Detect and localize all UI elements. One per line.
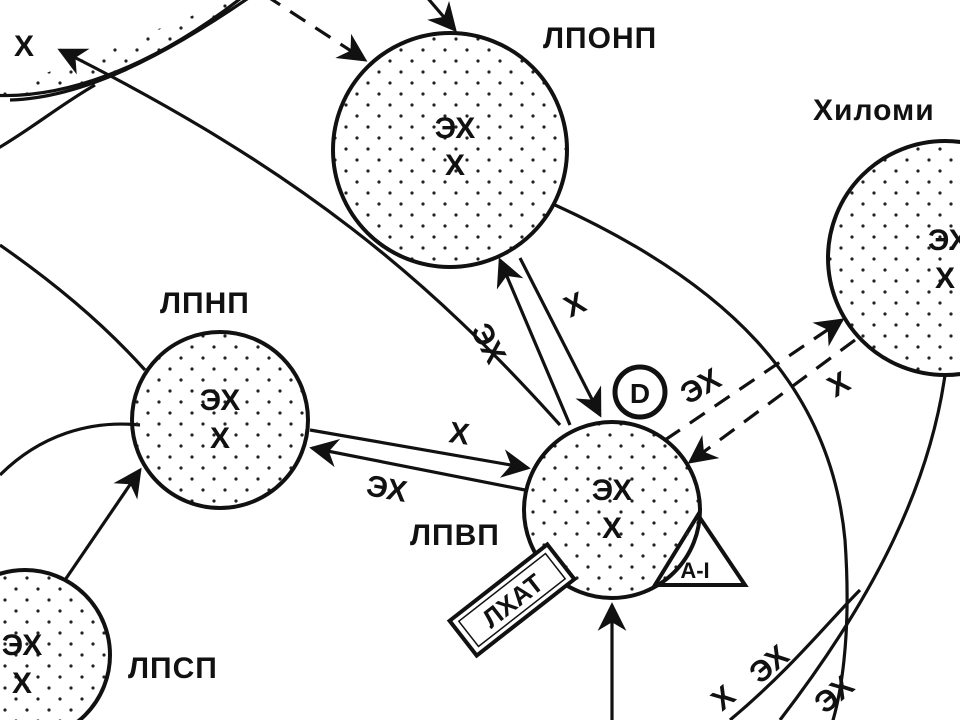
node-lpnp-ex: ЭХ [200, 384, 241, 417]
arrow-lpvp-to-topleft [57, 48, 562, 427]
arrow-lponp-to-lpvp [518, 257, 602, 418]
edge-label-lpnp-ex: ЭХ [364, 469, 410, 509]
node-lponp: ЛПОНП ЭХ Х [331, 22, 657, 269]
node-chylomicron-label: Хиломи [813, 94, 935, 127]
node-lpvp-ex: ЭХ [592, 474, 633, 507]
topleft-particle: Х [0, 0, 249, 149]
node-lpsp: ЛПСП ЭХ Х [0, 568, 218, 720]
node-lponp-label: ЛПОНП [543, 22, 657, 55]
arrow-lpsp-to-lpnp [63, 467, 142, 581]
node-lpsp-x: Х [12, 667, 32, 700]
node-lponp-ex: ЭХ [435, 112, 476, 145]
edge-bottom-cross [728, 588, 862, 720]
node-lpvp-label: ЛПВП [410, 519, 500, 552]
node-lpvp-x: Х [602, 512, 622, 545]
edge-label-bottom-x: Х [705, 679, 742, 717]
edge-label-lponp-ex: ЭХ [464, 318, 512, 369]
node-lpsp-label: ЛПСП [128, 652, 218, 685]
edge-left-to-lpnp [0, 243, 147, 372]
topleft-x-text: Х [14, 30, 34, 63]
edge-label-bottom-ex2: ЭХ [808, 669, 860, 720]
edge-label-chylo-x: Х [822, 365, 856, 404]
arrow-chylo-to-lpvp [687, 338, 856, 464]
node-lponp-x: Х [445, 149, 465, 182]
edge-label-bottom-ex: ЭХ [743, 639, 795, 690]
edge-lponp-right-curve [554, 203, 849, 720]
node-lpsp-ex: ЭХ [2, 629, 43, 662]
edge-label-lponp-x: Х [559, 286, 591, 324]
node-chylo-x: Х [935, 262, 955, 295]
edge-label-lpnp-x: Х [447, 416, 471, 451]
apoprotein-d-text: D [630, 378, 650, 409]
node-chylomicron: Хиломи ЭХ Х [813, 94, 960, 377]
edge-chylo-down [778, 374, 947, 720]
lhat-badge: ЛХАТ [446, 541, 578, 659]
node-lpnp: ЛПНП ЭХ Х [130, 287, 310, 510]
arrow-topleft-to-lponp [269, 0, 368, 62]
arrow-lpvp-to-chylo [664, 318, 845, 442]
apoprotein-a-text: A-I [680, 558, 709, 583]
arrow-top-to-lponp [427, 0, 457, 33]
node-lpnp-x: Х [210, 422, 230, 455]
arrow-lpnp-to-lpvp [309, 428, 531, 478]
arrow-lpvp-to-lpnp [309, 438, 526, 492]
arrow-lpvp-to-lponp [496, 257, 572, 426]
node-lpnp-label: ЛПНП [160, 287, 250, 320]
node-lpvp: A-I ЛПВП ЭХ Х [410, 420, 749, 600]
apoprotein-d-badge: D [612, 364, 668, 420]
node-chylo-ex: ЭХ [928, 224, 960, 257]
edge-left-arc [0, 422, 141, 477]
